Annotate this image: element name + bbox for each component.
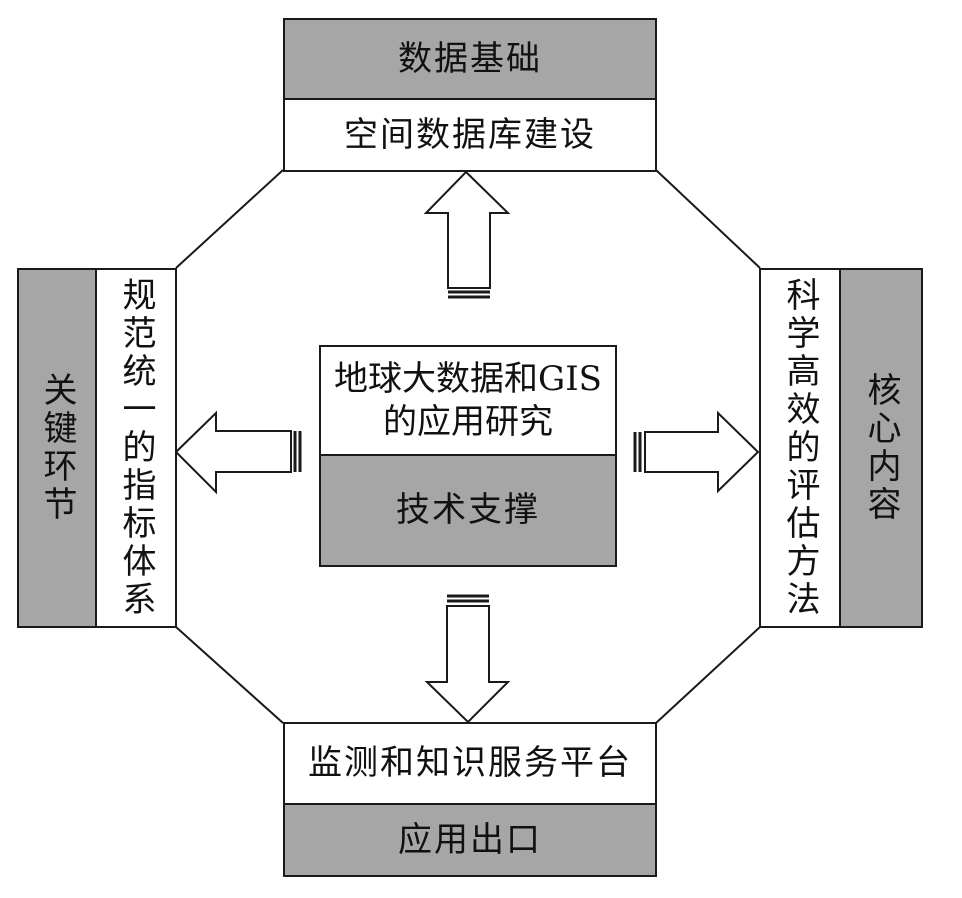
left-category-box: 关键环节 [17,268,97,628]
center-title-box: 地球大数据和GIS的应用研究 [319,345,617,456]
right-content-label: 科学高效的评估方法 [780,277,820,619]
connector-bottom-right [655,626,761,724]
bottom-category-box: 应用出口 [283,803,657,877]
right-content-box: 科学高效的评估方法 [759,268,841,628]
right-category-box: 核心内容 [839,268,923,628]
center-category-label: 技术支撑 [396,490,540,531]
arrow-down-icon [424,594,511,724]
connector-top-right [655,169,761,269]
connector-bottom-left [175,626,284,724]
octagon-connectors [175,169,761,724]
left-category-label: 关键环节 [37,372,77,524]
top-category-label: 数据基础 [398,38,542,79]
top-category-box: 数据基础 [283,18,657,100]
right-category-label: 核心内容 [861,372,901,524]
arrow-up-icon [423,170,511,299]
arrow-right-icon [633,410,760,494]
left-content-label: 规范统一的指标体系 [116,277,156,619]
top-content-label: 空间数据库建设 [344,114,596,155]
bottom-content-box: 监测和知识服务平台 [283,722,657,805]
top-content-box: 空间数据库建设 [283,98,657,172]
left-content-box: 规范统一的指标体系 [95,268,177,628]
bottom-category-label: 应用出口 [398,819,542,860]
connector-top-left [175,169,284,269]
center-title-label: 地球大数据和GIS的应用研究 [334,359,602,442]
center-category-box: 技术支撑 [319,454,617,567]
arrow-left-icon [174,410,302,495]
bottom-content-label: 监测和知识服务平台 [308,743,632,784]
